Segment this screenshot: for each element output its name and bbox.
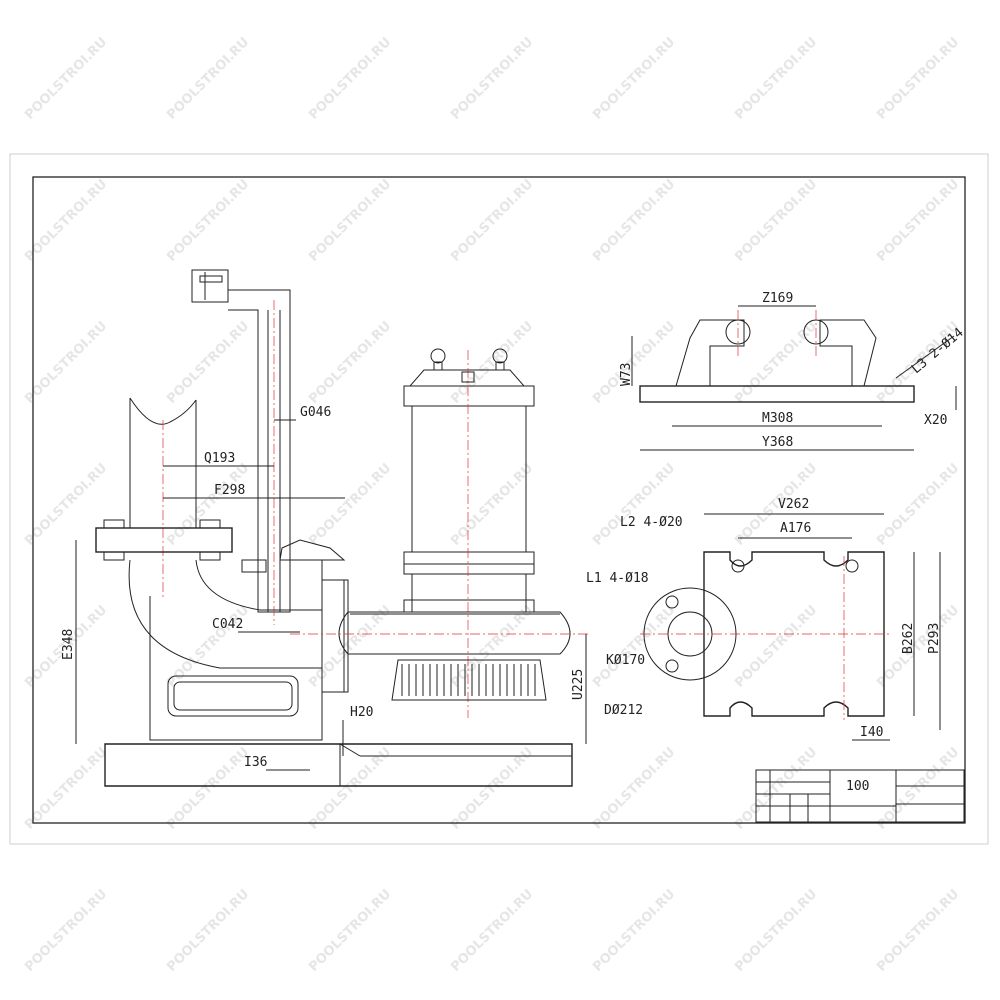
title-block-scale: 100 (846, 779, 869, 794)
dim-b262: B262 (901, 623, 916, 654)
dim-z169: Z169 (762, 291, 793, 306)
watermark-text: POOLSTROI.RU (164, 603, 252, 691)
dim-q193: Q193 (204, 451, 235, 466)
watermark-layer: POOLSTROI.RU POOLSTROI.RU POOLSTROI.RU POOL… (22, 35, 962, 975)
watermark-text: POOLSTROI.RU (448, 35, 536, 123)
base-plan-view (640, 513, 941, 741)
dim-c042: C042 (212, 617, 243, 632)
watermark-text: POOLSTROI.RU (306, 745, 394, 833)
dim-p293: P293 (927, 623, 942, 654)
dim-w73: W73 (619, 363, 634, 386)
pump-volute (338, 611, 571, 655)
bracket-base-plate (639, 385, 915, 403)
dim-u225: U225 (571, 669, 586, 700)
dim-d0212: DØ212 (604, 703, 643, 718)
watermark-text: POOLSTROI.RU (164, 177, 252, 265)
watermark-text: POOLSTROI.RU (732, 603, 820, 691)
watermark-text: POOLSTROI.RU (306, 461, 394, 549)
dim-v262: V262 (778, 497, 809, 512)
watermark-text: POOLSTROI.RU (874, 603, 962, 691)
dim-m308: M308 (762, 411, 793, 426)
watermark-text: POOLSTROI.RU (590, 177, 678, 265)
watermark-text: POOLSTROI.RU (448, 177, 536, 265)
watermark-text: POOLSTROI.RU (448, 745, 536, 833)
watermark-text: POOLSTROI.RU (590, 35, 678, 123)
watermark-text: POOLSTROI.RU (164, 745, 252, 833)
watermark-text: POOLSTROI.RU (22, 461, 110, 549)
watermark-text: POOLSTROI.RU (164, 319, 252, 407)
watermark-text: POOLSTROI.RU (590, 461, 678, 549)
pump-side-view (95, 269, 590, 787)
watermark-text: POOLSTROI.RU (590, 319, 678, 407)
watermark-text: POOLSTROI.RU (874, 745, 962, 833)
base-bracket-view (631, 305, 957, 451)
lifting-eye-left (430, 348, 446, 364)
watermark-text: POOLSTROI.RU (590, 745, 678, 833)
watermark-text: POOLSTROI.RU (22, 319, 110, 407)
watermark-text: POOLSTROI.RU (732, 887, 820, 975)
watermark-text: POOLSTROI.RU (874, 177, 962, 265)
watermark-text: POOLSTROI.RU (590, 887, 678, 975)
dim-l2: L2 4-Ø20 (620, 515, 683, 530)
dim-i36: I36 (244, 755, 267, 770)
dim-g046: G046 (300, 405, 331, 420)
watermark-text: POOLSTROI.RU (448, 461, 536, 549)
dim-f298: F298 (214, 483, 245, 498)
watermark-text: POOLSTROI.RU (448, 603, 536, 691)
watermark-text: POOLSTROI.RU (874, 461, 962, 549)
watermark-text: POOLSTROI.RU (22, 35, 110, 123)
watermark-text: POOLSTROI.RU (306, 35, 394, 123)
title-block (755, 769, 965, 823)
watermark-text: POOLSTROI.RU (306, 887, 394, 975)
strainer (391, 659, 547, 701)
strainer-ribs (401, 664, 536, 696)
watermark-text: POOLSTROI.RU (164, 35, 252, 123)
watermark-text: POOLSTROI.RU (732, 35, 820, 123)
dim-e348: E348 (61, 629, 76, 660)
elbow (128, 559, 322, 669)
drawing-border (32, 176, 966, 824)
outlet-flange (321, 579, 349, 693)
watermark-text: POOLSTROI.RU (22, 887, 110, 975)
watermark-text: POOLSTROI.RU (306, 319, 394, 407)
discharge-pipe-cut (129, 397, 197, 425)
dim-a176: A176 (780, 521, 811, 536)
base-plate (104, 743, 573, 787)
side-view-dimensions (75, 419, 587, 771)
base-plate-plan (703, 551, 885, 717)
dim-y368: Y368 (762, 435, 793, 450)
pipe-flange (95, 527, 233, 553)
watermark-text: POOLSTROI.RU (448, 319, 536, 407)
dim-l1: L1 4-Ø18 (586, 571, 649, 586)
rail-top-bracket (191, 269, 229, 303)
dim-k0170: KØ170 (606, 653, 645, 668)
watermark-text: POOLSTROI.RU (874, 35, 962, 123)
watermark-text: POOLSTROI.RU (590, 603, 678, 691)
watermark-text: POOLSTROI.RU (306, 177, 394, 265)
watermark-text: POOLSTROI.RU (164, 887, 252, 975)
watermark-text: POOLSTROI.RU (22, 177, 110, 265)
watermark-text: POOLSTROI.RU (22, 745, 110, 833)
watermark-text: POOLSTROI.RU (874, 887, 962, 975)
outer-sheet-frame (9, 153, 989, 845)
watermark-text: POOLSTROI.RU (732, 177, 820, 265)
watermark-text: POOLSTROI.RU (732, 319, 820, 407)
watermark-text: POOLSTROI.RU (164, 461, 252, 549)
dim-x20: X20 (924, 413, 947, 428)
dim-h20: H20 (350, 705, 373, 720)
watermark-text: POOLSTROI.RU (732, 745, 820, 833)
watermark-text: POOLSTROI.RU (306, 603, 394, 691)
watermark-text: POOLSTROI.RU (448, 887, 536, 975)
lifting-eye-right (492, 348, 508, 364)
dim-i40: I40 (860, 725, 883, 740)
